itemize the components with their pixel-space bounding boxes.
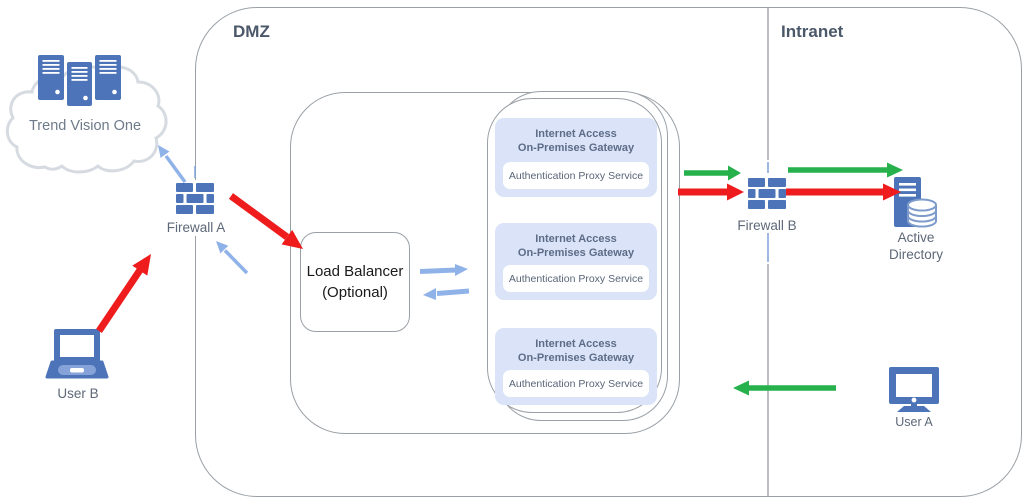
trend-vision-one-label: Trend Vision One [28, 118, 142, 134]
dmz-intranet-boundary-box [195, 7, 1022, 497]
user-b-label: User B [57, 386, 99, 401]
load-balancer-box: Load Balancer (Optional) [300, 232, 410, 332]
arrow-lb-to-gateways [419, 264, 468, 276]
gateway-card: Internet Access On-Premises Gateway Auth… [495, 118, 657, 197]
auth-proxy-service-badge: Authentication Proxy Service [503, 162, 649, 189]
arrow-up-to-firewallA [216, 241, 249, 275]
arrow-firewallA-to-loadbalancer [228, 193, 303, 249]
arrow-firewallB-to-ad-green [788, 162, 903, 178]
server-tower-icon [38, 55, 64, 100]
active-directory-label: Active Directory [888, 230, 944, 262]
active-directory-icon [894, 177, 937, 228]
firewall-a-icon [176, 183, 214, 214]
firewall-a-label: Firewall A [166, 220, 226, 235]
trend-vision-one-icon [5, 55, 168, 174]
auth-proxy-service-badge: Authentication Proxy Service [503, 370, 649, 397]
gateway-title: Internet Access On-Premises Gateway [517, 128, 635, 154]
server-tower-icon [95, 55, 121, 100]
arrow-userA-to-intranet-boundary [733, 380, 836, 396]
arrow-gateways-to-lb [423, 288, 470, 300]
dmz-cluster-box [290, 92, 680, 434]
firewall-b-label: Firewall B [737, 218, 797, 233]
arrow-firewallA-to-cloud [158, 145, 187, 184]
intranet-divider-line [194, 8, 769, 496]
dmz-region-label: DMZ [233, 22, 270, 41]
firewall-b-mask [731, 175, 803, 232]
user-a-label: User A [895, 415, 933, 429]
gateway-card: Internet Access On-Premises Gateway Auth… [495, 223, 657, 300]
arrow-gateways-to-firewallB-green [684, 165, 741, 181]
intranet-region-label: Intranet [781, 22, 844, 41]
arrow-firewallB-to-ad-red [786, 183, 901, 201]
firewall-b-icon [748, 178, 786, 209]
user-a-monitor-icon [889, 367, 939, 412]
gateway-card: Internet Access On-Premises Gateway Auth… [495, 328, 657, 405]
server-tower-icon [67, 62, 92, 106]
auth-proxy-service-badge: Authentication Proxy Service [503, 265, 649, 292]
arrow-userB-to-firewallA [96, 254, 151, 333]
arrow-gateways-to-firewallB-red [678, 183, 744, 201]
gateway-title: Internet Access On-Premises Gateway [517, 233, 635, 259]
user-b-laptop-icon [45, 329, 109, 379]
gateway-title: Internet Access On-Premises Gateway [517, 338, 635, 364]
